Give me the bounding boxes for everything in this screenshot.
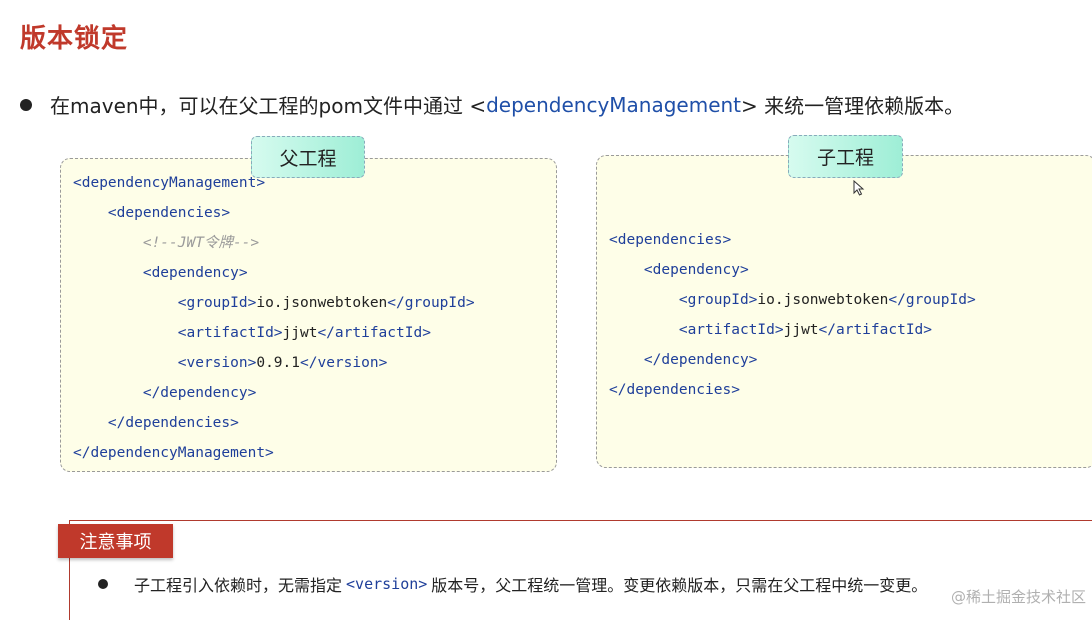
- code-line: </dependencies>: [73, 408, 475, 438]
- mouse-cursor-icon: [853, 180, 865, 196]
- code-indent: [73, 205, 108, 221]
- code-line: <dependencies>: [609, 225, 976, 255]
- code-token: <!--JWT令牌-->: [142, 235, 260, 251]
- code-token: <dependency>: [142, 265, 248, 281]
- notice-text-pre: 子工程引入依赖时，无需指定: [134, 576, 343, 595]
- code-token: <artifactId>: [177, 325, 283, 341]
- code-token: </dependency>: [643, 352, 758, 368]
- code-token: io.jsonwebtoken: [757, 292, 889, 308]
- intro-bullet: 在maven中，可以在父工程的pom文件中通过 < dependencyMana…: [20, 90, 964, 119]
- notice-code: <version>: [346, 575, 428, 593]
- notice-bullet-dot-icon: [98, 579, 108, 589]
- code-token: <groupId>: [177, 295, 257, 311]
- code-token: <: [73, 175, 82, 191]
- code-token: </artifactId>: [317, 325, 431, 341]
- code-token: <artifactId>: [678, 322, 784, 338]
- code-indent: [73, 235, 143, 251]
- code-line: <groupId>io.jsonwebtoken</groupId>: [609, 285, 976, 315]
- code-line: <dependency>: [609, 255, 976, 285]
- code-token: 0.9.1: [256, 355, 300, 371]
- code-indent: [73, 325, 178, 341]
- code-line: <version>0.9.1</version>: [73, 348, 475, 378]
- code-token: dependencyManagement: [81, 175, 257, 191]
- code-token: <dependencies>: [107, 205, 231, 221]
- notice-text-post: 版本号，父工程统一管理。变更依赖版本，只需在父工程中统一变更。: [431, 576, 928, 595]
- child-code-block: <dependencies> <dependency> <groupId>io.…: [609, 225, 976, 405]
- code-line: <artifactId>jjwt</artifactId>: [73, 318, 475, 348]
- code-token: >: [256, 175, 266, 191]
- code-line: </dependencies>: [609, 375, 976, 405]
- page-title: 版本锁定: [20, 24, 129, 54]
- code-line: <groupId>io.jsonwebtoken</groupId>: [73, 288, 475, 318]
- code-line: </dependencyManagement>: [73, 438, 475, 468]
- code-indent: [73, 415, 108, 431]
- code-line: <dependencyManagement>: [73, 168, 475, 198]
- code-line: <!--JWT令牌-->: [73, 228, 475, 258]
- code-token: </artifactId>: [818, 322, 933, 338]
- code-token: io.jsonwebtoken: [256, 295, 388, 311]
- code-line: </dependency>: [609, 345, 976, 375]
- code-indent: [73, 355, 178, 371]
- code-indent: [609, 322, 679, 338]
- code-token: jjwt: [783, 322, 819, 338]
- code-indent: [73, 295, 178, 311]
- notice-frame: [69, 520, 1092, 620]
- code-line: <artifactId>jjwt</artifactId>: [609, 315, 976, 345]
- parent-label: 父工程: [251, 136, 365, 178]
- intro-text-pre: 在maven中，可以在父工程的pom文件中通过 <: [50, 94, 487, 118]
- code-token: </dependencies>: [609, 382, 740, 398]
- watermark: @稀土掘金技术社区: [950, 588, 1086, 606]
- code-indent: [609, 352, 644, 368]
- code-token: </groupId>: [387, 295, 475, 311]
- parent-code-panel: [60, 158, 557, 472]
- code-token: </groupId>: [888, 292, 976, 308]
- code-token: </dependencies>: [107, 415, 239, 431]
- intro-text-highlight: dependencyManagement: [486, 92, 742, 117]
- code-token: </dependency>: [142, 385, 257, 401]
- intro-text-post: > 来统一管理依赖版本。: [741, 94, 965, 118]
- code-indent: [73, 265, 143, 281]
- code-token: <dependencies>: [609, 232, 732, 248]
- parent-code-block: <dependencyManagement> <dependencies> <!…: [73, 168, 475, 468]
- code-token: </version>: [300, 355, 388, 371]
- code-token: <version>: [177, 355, 257, 371]
- code-token: <groupId>: [678, 292, 758, 308]
- code-token: jjwt: [282, 325, 318, 341]
- code-token: </dependencyManagement>: [73, 445, 274, 461]
- code-token: <dependency>: [643, 262, 749, 278]
- notice-tag: 注意事项: [58, 524, 173, 558]
- code-line: <dependencies>: [73, 198, 475, 228]
- code-indent: [609, 262, 644, 278]
- bullet-dot-icon: [20, 98, 32, 111]
- code-indent: [609, 292, 679, 308]
- notice-bullet: 子工程引入依赖时，无需指定 <version> 版本号，父工程统一管理。变更依赖…: [98, 572, 927, 596]
- code-line: <dependency>: [73, 258, 475, 288]
- child-code-panel: [596, 155, 1092, 468]
- code-indent: [73, 385, 143, 401]
- child-label: 子工程: [788, 135, 903, 178]
- code-line: </dependency>: [73, 378, 475, 408]
